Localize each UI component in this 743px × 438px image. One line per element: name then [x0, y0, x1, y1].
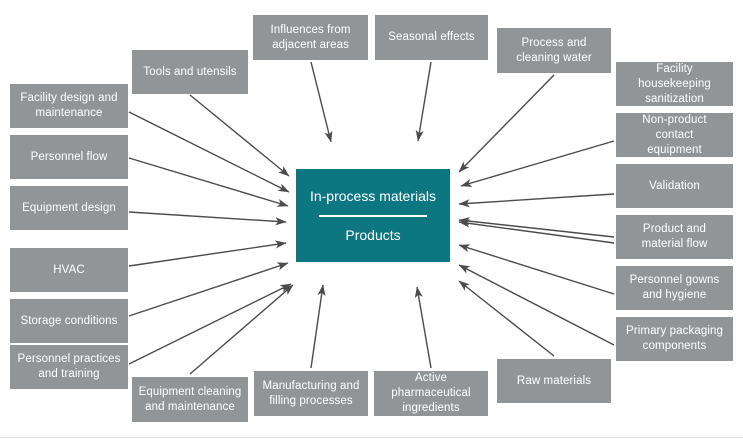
arrow-storage-conditions: [128, 262, 289, 317]
center-in-process-materials-label: In-process materials: [309, 188, 437, 205]
arrow-personnel-flow: [128, 157, 289, 207]
factor-box-label: Equipment cleaning and maintenance: [138, 385, 242, 413]
arrow-seasonal-effects: [415, 61, 432, 142]
factor-box-personnel-flow[interactable]: Personnel flow: [10, 135, 128, 179]
arrow-process-cleaning-water: [458, 74, 555, 173]
arrow-primary-packaging: [458, 264, 615, 346]
factor-box-label: Personnel gowns and hygiene: [629, 274, 720, 301]
factor-box-hvac[interactable]: HVAC: [10, 248, 128, 292]
arrow-product-material-flow: [458, 219, 615, 244]
factor-box-label: Tools and utensils: [143, 65, 237, 78]
factor-box-facility-design-and-maintenance[interactable]: Facility design and maintenance: [10, 84, 128, 128]
factor-box-facility-housekeeping-sanitization[interactable]: Facility housekeeping sanitization: [616, 62, 733, 106]
factor-box-label: Facility design and maintenance: [20, 92, 118, 119]
factor-box-storage-conditions[interactable]: Storage conditions: [10, 299, 128, 343]
factor-box-equipment-cleaning-and-maintenance[interactable]: Equipment cleaning and maintenance: [132, 377, 248, 422]
arrow-raw-materials: [458, 280, 555, 357]
factor-box-label: Non-product contact equipment: [642, 113, 707, 156]
center-output-box: In-process materials Products: [296, 169, 450, 262]
arrow-hvac: [128, 240, 287, 267]
arrow-manufacturing-filling: [310, 284, 326, 369]
arrow-facility-design: [128, 111, 290, 193]
arrow-facility-housekeeping: [460, 140, 615, 187]
factor-box-label: Manufacturing and filling processes: [262, 379, 360, 407]
factor-box-label: Storage conditions: [20, 314, 118, 327]
factor-box-seasonal-effects[interactable]: Seasonal effects: [375, 15, 488, 60]
factor-box-active-pharmaceutical-ingredients[interactable]: Active pharmaceutical ingredients: [374, 371, 488, 416]
factor-box-process-and-cleaning-water[interactable]: Process and cleaning water: [497, 28, 611, 73]
factor-box-influences-from-adjacent-areas[interactable]: Influences from adjacent areas: [253, 15, 368, 60]
factor-box-label: Active pharmaceutical ingredients: [391, 372, 471, 414]
factor-box-label: Personnel practices and training: [17, 353, 121, 380]
arrow-active-pharmaceutical: [414, 286, 432, 369]
factor-box-label: Raw materials: [516, 374, 592, 387]
arrow-non-product-contact: [458, 193, 615, 208]
arrow-influences-adjacent: [310, 61, 333, 143]
arrow-equipment-cleaning: [189, 284, 294, 375]
factor-box-non-product-contact-equipment[interactable]: Non-product contact equipment: [616, 113, 733, 157]
factor-box-equipment-design[interactable]: Equipment design: [10, 186, 128, 230]
factor-box-label: Process and cleaning water: [516, 36, 592, 64]
factor-box-personnel-gowns-and-hygiene[interactable]: Personnel gowns and hygiene: [616, 266, 733, 310]
arrow-validation: [458, 217, 615, 238]
center-products-label: Products: [345, 226, 401, 243]
arrow-personnel-gowns: [458, 244, 615, 295]
arrow-personnel-practices: [128, 283, 292, 365]
factor-box-label: Primary packaging components: [626, 325, 723, 352]
arrow-tools-utensils: [189, 94, 290, 177]
factor-box-validation[interactable]: Validation: [616, 164, 733, 208]
center-divider: [319, 215, 427, 217]
factor-box-product-and-material-flow[interactable]: Product and material flow: [616, 215, 733, 259]
factor-box-label: HVAC: [53, 263, 85, 276]
factor-box-label: Personnel flow: [30, 150, 108, 163]
factor-box-label: Facility housekeeping sanitization: [638, 62, 711, 105]
factor-box-label: Validation: [649, 179, 700, 192]
factor-box-personnel-practices-and-training[interactable]: Personnel practices and training: [10, 345, 128, 389]
arrow-equipment-design: [128, 211, 287, 226]
factor-box-label: Equipment design: [22, 201, 116, 214]
factor-box-label: Product and material flow: [641, 223, 708, 250]
factor-box-label: Influences from adjacent areas: [270, 23, 351, 51]
factor-box-label: Seasonal effects: [388, 31, 475, 43]
factor-box-tools-and-utensils[interactable]: Tools and utensils: [132, 50, 248, 94]
factor-box-raw-materials[interactable]: Raw materials: [497, 359, 611, 403]
factor-box-primary-packaging-components[interactable]: Primary packaging components: [616, 317, 733, 361]
factor-box-manufacturing-and-filling-processes[interactable]: Manufacturing and filling processes: [254, 371, 368, 416]
